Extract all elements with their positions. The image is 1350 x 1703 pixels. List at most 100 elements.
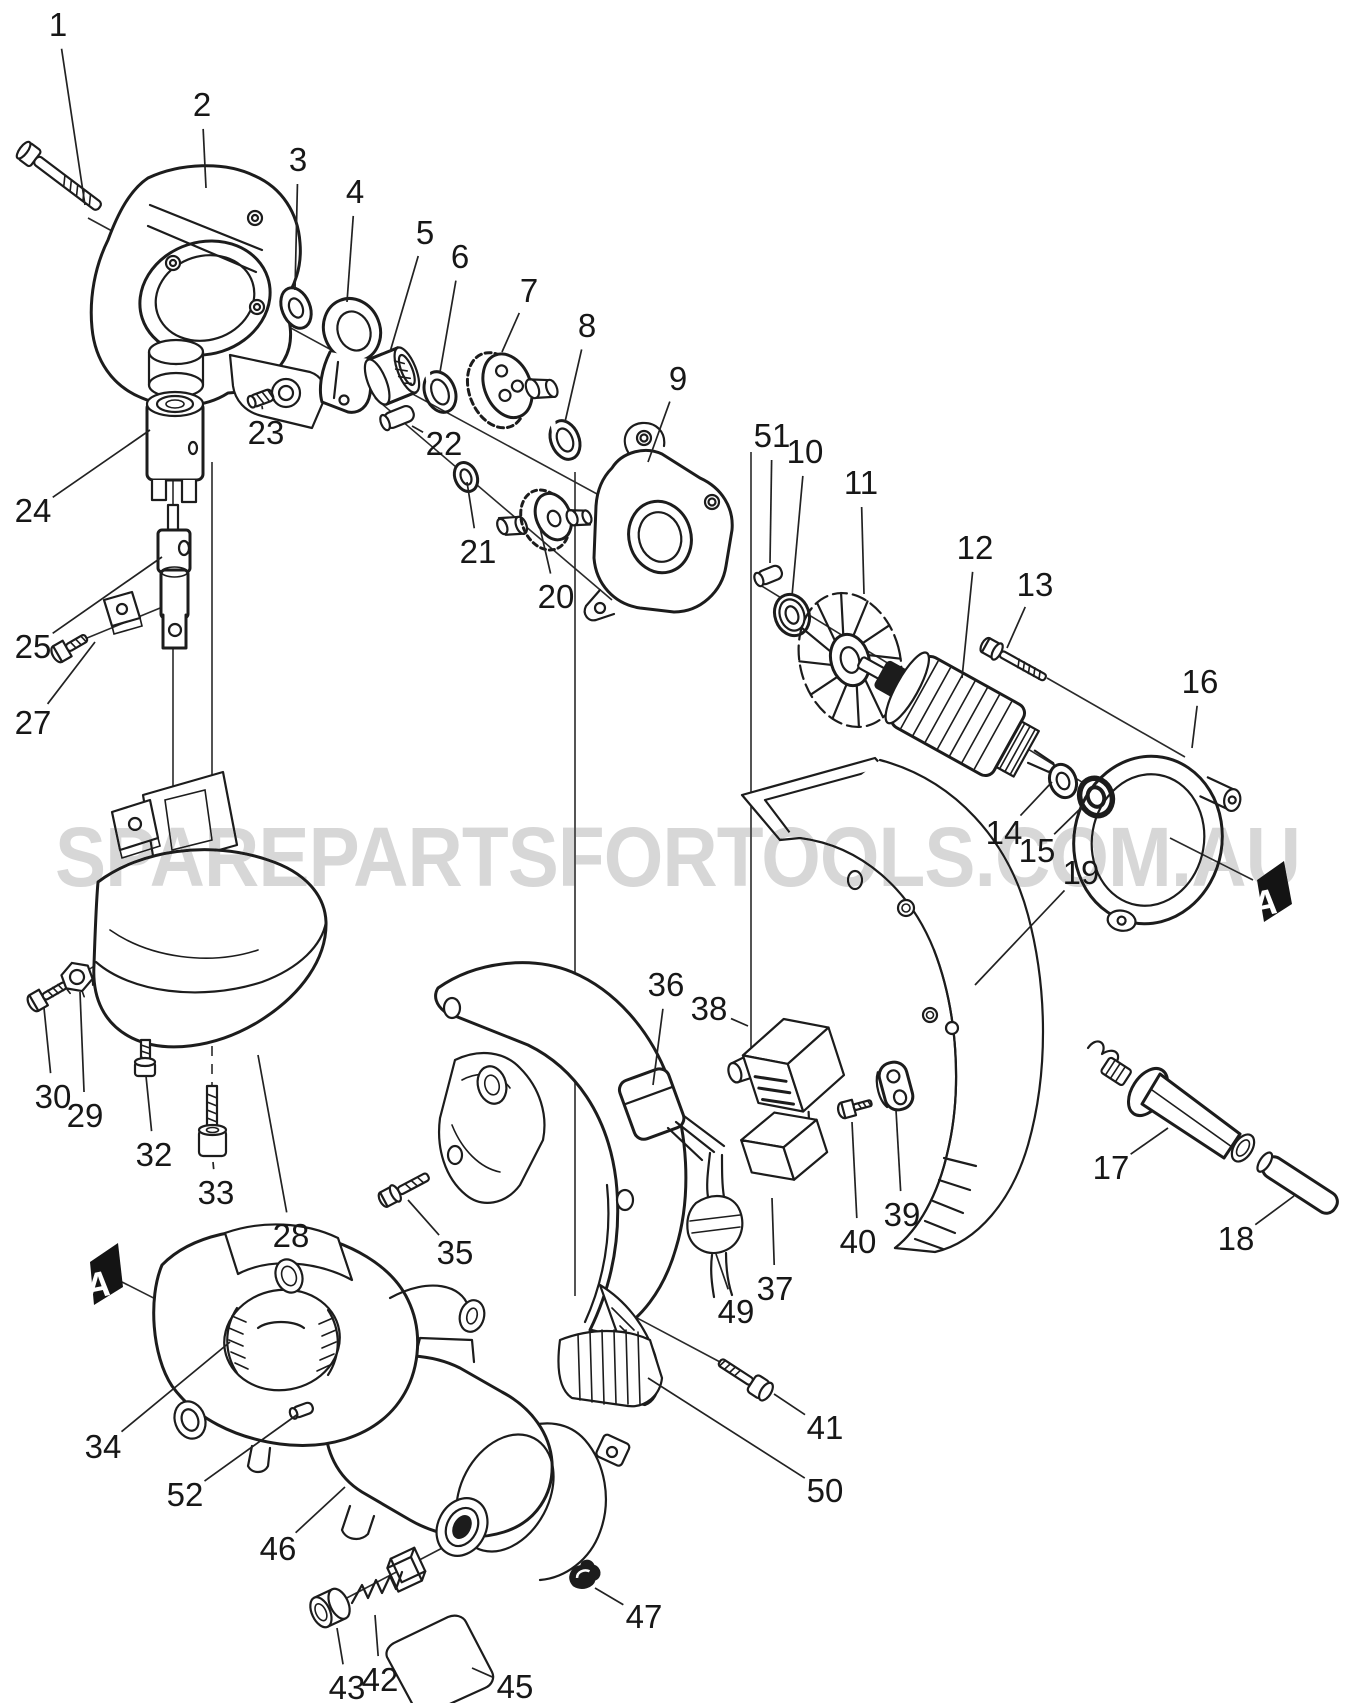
part-4-holder xyxy=(318,297,383,414)
part-21-washer xyxy=(452,460,480,494)
callout-label-9: 9 xyxy=(669,360,687,397)
axis-line-1 xyxy=(374,397,613,601)
leader-line-6 xyxy=(439,280,457,373)
callout-label-24: 24 xyxy=(15,492,52,529)
callout-label-10: 10 xyxy=(787,433,824,470)
leader-line-10 xyxy=(791,475,804,597)
part-6-ring xyxy=(422,370,458,414)
axis-line-9 xyxy=(621,1309,721,1363)
callout-label-36: 36 xyxy=(648,966,685,1003)
marker-a-left-box xyxy=(90,1243,123,1305)
callout-label-14: 14 xyxy=(986,814,1023,851)
part-30-screw xyxy=(26,981,68,1013)
leader-line-37 xyxy=(771,1197,776,1266)
part-50-handle-front xyxy=(434,961,688,1407)
callout-label-27: 27 xyxy=(15,704,52,741)
part-49-plug xyxy=(686,1151,744,1299)
callout-label-1: 1 xyxy=(49,6,67,43)
part-25-plunger xyxy=(156,503,192,650)
leader-line-45 xyxy=(471,1667,494,1679)
callout-label-45: 45 xyxy=(497,1668,534,1703)
part-29-hex-nut xyxy=(60,961,94,998)
callout-label-28: 28 xyxy=(273,1217,310,1254)
callout-label-51: 51 xyxy=(754,417,791,454)
part-13-screw xyxy=(979,636,1047,682)
leader-line-16 xyxy=(1191,705,1198,749)
part-22-pin xyxy=(379,404,415,432)
part-8-ring xyxy=(548,419,582,461)
callout-label-22: 22 xyxy=(426,425,463,462)
leader-line-8 xyxy=(564,349,583,423)
part-27-screw-nut xyxy=(50,590,143,664)
part-36-capacitor xyxy=(617,1067,726,1162)
part-17-cord xyxy=(1086,1040,1256,1163)
callout-label-4: 4 xyxy=(346,173,364,210)
part-5-needle-bearing xyxy=(363,346,421,406)
callout-label-13: 13 xyxy=(1017,566,1054,603)
callout-label-38: 38 xyxy=(691,990,728,1027)
part-37-controller xyxy=(740,1111,829,1181)
part-24-sleeve xyxy=(145,390,205,504)
callout-label-50: 50 xyxy=(807,1472,844,1509)
callout-label-23: 23 xyxy=(248,414,285,451)
callout-label-29: 29 xyxy=(67,1097,104,1134)
callout-label-19: 19 xyxy=(1063,854,1100,891)
part-1-bolt xyxy=(15,140,102,211)
leader-line-49 xyxy=(715,1253,729,1290)
callout-label-25: 25 xyxy=(15,628,52,665)
leader-line-19 xyxy=(974,889,1066,986)
leader-line-21 xyxy=(466,481,476,529)
leader-line-29 xyxy=(79,991,85,1093)
callout-label-6: 6 xyxy=(451,238,469,275)
part-9-bearing-box xyxy=(583,421,734,622)
callout-label-30: 30 xyxy=(35,1078,72,1115)
callout-label-8: 8 xyxy=(578,307,596,344)
leader-line-47 xyxy=(594,1587,624,1606)
reference-marker-a-right: A xyxy=(1246,861,1292,926)
axis-line-3 xyxy=(1046,677,1186,758)
part-16-ring-frame xyxy=(1072,754,1242,932)
callout-label-49: 49 xyxy=(718,1293,755,1330)
part-40-screw xyxy=(836,1098,873,1120)
part-32-screw xyxy=(133,1038,157,1078)
leader-line-22 xyxy=(411,425,424,433)
callout-label-52: 52 xyxy=(167,1476,204,1513)
leader-line-11 xyxy=(860,506,865,595)
callout-label-32: 32 xyxy=(136,1136,173,1173)
callout-label-39: 39 xyxy=(884,1196,921,1233)
leader-line-1 xyxy=(60,48,86,206)
leader-line-28 xyxy=(257,1054,288,1213)
part-19-handle-rear xyxy=(740,756,1045,1254)
callout-label-37: 37 xyxy=(757,1270,794,1307)
leader-line-38 xyxy=(730,1017,749,1027)
leader-line-3 xyxy=(294,183,299,291)
callout-label-20: 20 xyxy=(538,578,575,615)
callout-label-7: 7 xyxy=(520,272,538,309)
part-14-washer xyxy=(1047,762,1079,800)
leader-line-36 xyxy=(652,1008,664,1086)
leader-line-34 xyxy=(120,1341,231,1433)
leader-line-39 xyxy=(895,1109,902,1192)
leader-line-5 xyxy=(389,255,420,353)
leader-line-13 xyxy=(1006,606,1027,649)
part-3-washer xyxy=(279,286,313,330)
leader-line-43 xyxy=(336,1627,344,1665)
part-47-clip xyxy=(569,1559,601,1589)
part-52-pin xyxy=(288,1401,314,1420)
part-45-name-plate xyxy=(385,1614,495,1703)
marker-a-right-box xyxy=(1257,861,1292,922)
part-12-armature xyxy=(857,651,1058,778)
callout-label-17: 17 xyxy=(1093,1149,1130,1186)
part-34-field xyxy=(152,1223,486,1474)
leader-line-30 xyxy=(43,1007,52,1074)
leader-line-41 xyxy=(773,1393,806,1416)
callout-label-15: 15 xyxy=(1019,832,1056,869)
leader-line-18 xyxy=(1254,1195,1295,1226)
callout-label-11: 11 xyxy=(844,464,878,501)
leader-line-40 xyxy=(851,1121,858,1219)
callout-label-47: 47 xyxy=(626,1598,663,1635)
leader-line-17 xyxy=(1130,1127,1169,1155)
